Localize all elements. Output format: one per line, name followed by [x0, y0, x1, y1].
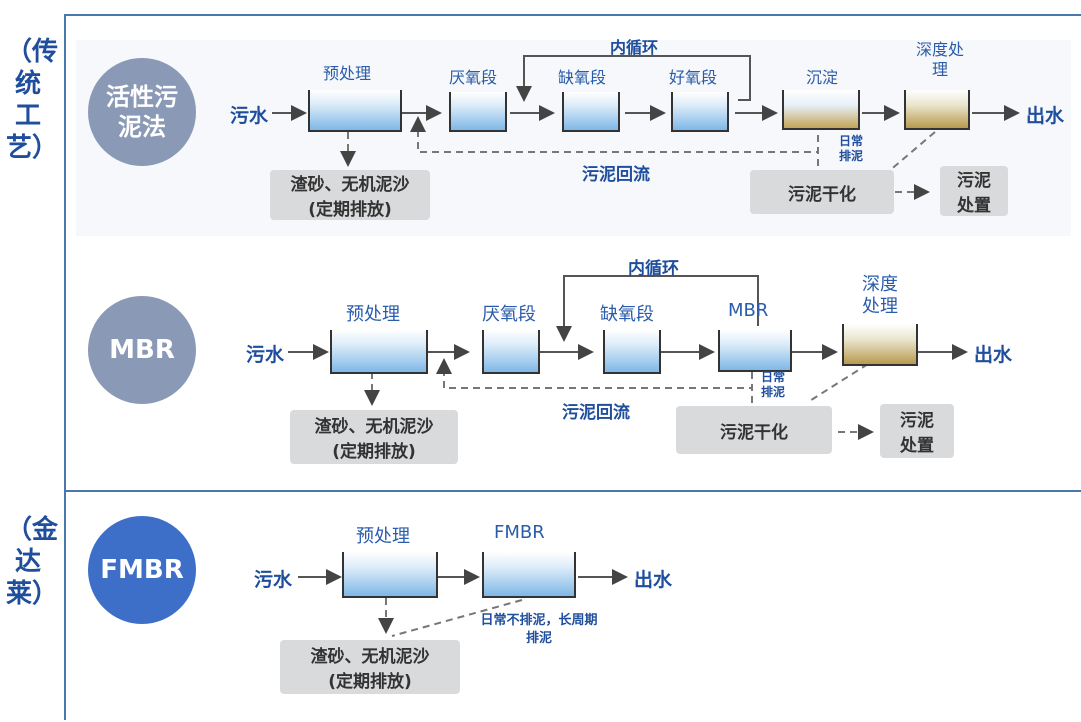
settling-tank [782, 90, 860, 130]
frame-left-border [64, 14, 66, 720]
jindalai-section-label: （金达莱） [6, 515, 59, 609]
outlet-label: 出水 [634, 569, 673, 591]
activated-sludge-circle: 活性污泥法 [88, 58, 196, 166]
daily-sludge-label: 日常排泥 [838, 134, 863, 163]
anaerobic-label: 厌氧段 [482, 304, 536, 325]
return-label: 污泥回流 [562, 403, 630, 423]
fmbr-tank [482, 552, 576, 598]
fmbr-sludge-line [391, 599, 523, 637]
mbr-tank [718, 330, 792, 372]
inner-loop-line [556, 275, 759, 342]
frame-top-border [64, 14, 1081, 16]
inlet-label: 污水 [246, 344, 285, 366]
anaerobic-tank [482, 330, 540, 374]
pretreat-label: 预处理 [323, 64, 372, 83]
inlet-label: 污水 [254, 569, 293, 591]
anoxic-label: 缺氧段 [600, 304, 654, 325]
anoxic-tank [603, 330, 661, 374]
mbr-circle: MBR [88, 296, 196, 404]
grit-box: 渣砂、无机泥沙(定期排放) [280, 640, 460, 694]
inner-loop-label: 内循环 [610, 38, 659, 57]
grit-box: 渣砂、无机泥沙 (定期排放) [270, 170, 430, 220]
inlet-label: 污水 [230, 105, 269, 127]
pretreat-tank [342, 552, 438, 598]
daily-sludge-label: 日常排泥 [760, 370, 785, 399]
grit-text: 渣砂、无机泥沙 [290, 175, 410, 195]
mbr-label: MBR [728, 300, 769, 321]
deep-sludge-line [887, 131, 936, 173]
pretreat-label: 预处理 [346, 304, 400, 325]
inner-loop-label: 内循环 [628, 259, 679, 279]
row1-background [76, 40, 1071, 236]
sludge-dispose-box: 污泥处置 [880, 404, 954, 458]
fmbr-label: FMBR [494, 522, 545, 543]
sludge-dry-box: 污泥干化 [676, 406, 832, 454]
inner-loop-line [516, 55, 751, 102]
outlet-label: 出水 [1026, 105, 1065, 127]
traditional-section-label: （传统工艺） [6, 37, 59, 163]
outlet-label: 出水 [974, 344, 1013, 366]
pretreat-tank [330, 330, 428, 374]
deep-tank [904, 90, 970, 130]
return-line [436, 358, 753, 389]
anoxic-label: 缺氧段 [558, 68, 607, 87]
deep-label: 深度处理 [916, 40, 965, 79]
aerobic-tank [671, 92, 729, 132]
grit-text-2: (定期排放) [308, 200, 392, 220]
sludge-dispose-box: 污泥处置 [940, 166, 1008, 216]
settle-label: 沉淀 [806, 68, 839, 87]
fmbr-circle: FMBR [88, 516, 196, 624]
section-divider [64, 490, 1081, 492]
grit-box: 渣砂、无机泥沙(定期排放) [290, 410, 458, 464]
pretreat-tank [308, 90, 402, 132]
fmbr-note: 日常不排泥，长周期排泥 [480, 613, 598, 646]
deep-tank [842, 324, 918, 366]
deep-sludge-line [807, 363, 869, 403]
deep-label: 深度处理 [862, 274, 898, 317]
anaerobic-tank [449, 92, 507, 132]
sludge-dry-box: 污泥干化 [750, 170, 894, 214]
pretreat-label: 预处理 [356, 526, 410, 547]
anoxic-tank [562, 92, 620, 132]
return-label: 污泥回流 [582, 165, 650, 185]
return-line [410, 116, 819, 153]
aerobic-label: 好氧段 [669, 68, 718, 87]
anaerobic-label: 厌氧段 [449, 68, 498, 87]
